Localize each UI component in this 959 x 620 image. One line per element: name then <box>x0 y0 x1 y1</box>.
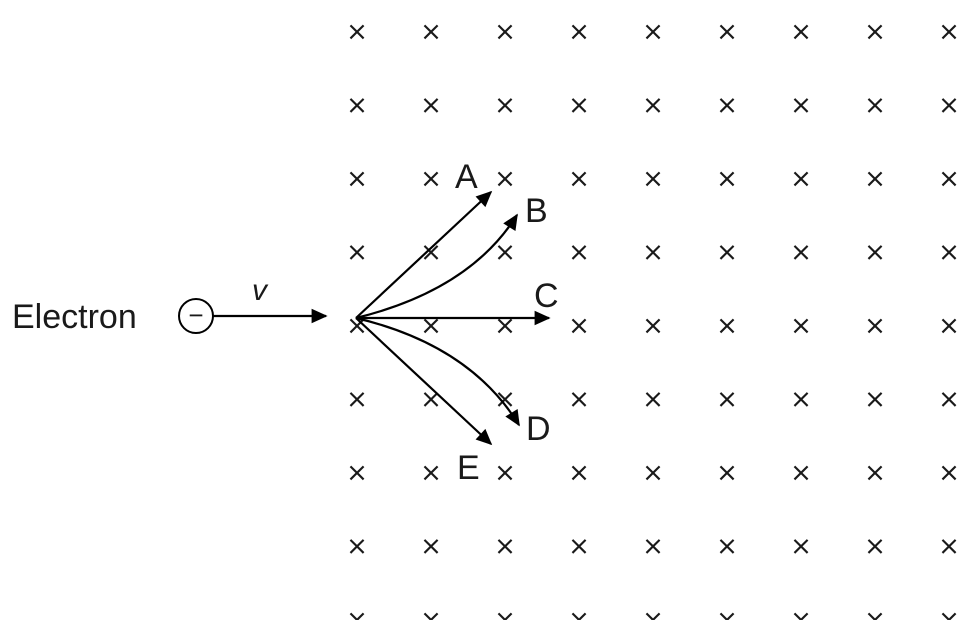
field-mark-into-page: × <box>642 17 664 47</box>
path-b-arrow <box>355 213 518 320</box>
field-mark-into-page: × <box>420 91 442 121</box>
field-mark-into-page: × <box>938 238 959 268</box>
field-mark-into-page: × <box>790 311 812 341</box>
field-mark-into-page: × <box>420 164 442 194</box>
field-mark-into-page: × <box>938 91 959 121</box>
field-mark-into-page: × <box>938 385 959 415</box>
field-mark-into-page: × <box>716 17 738 47</box>
path-label-e: E <box>457 449 480 487</box>
path-label-a: A <box>455 158 478 196</box>
candidate-paths: A B C D E <box>355 158 559 487</box>
field-mark-into-page: × <box>568 164 590 194</box>
field-mark-into-page: × <box>346 91 368 121</box>
path-e-arrow <box>355 317 493 446</box>
field-mark-into-page: × <box>938 164 959 194</box>
electron-label: Electron <box>12 298 137 336</box>
field-mark-into-page: × <box>420 532 442 562</box>
field-mark-into-page: × <box>642 91 664 121</box>
field-mark-into-page: × <box>494 17 516 47</box>
field-mark-into-page: × <box>494 605 516 620</box>
field-mark-into-page: × <box>790 17 812 47</box>
field-mark-into-page: × <box>938 311 959 341</box>
field-mark-into-page: × <box>420 458 442 488</box>
velocity-label: v <box>252 274 269 307</box>
field-mark-into-page: × <box>938 17 959 47</box>
field-mark-into-page: × <box>716 605 738 620</box>
field-mark-into-page: × <box>642 238 664 268</box>
field-mark-into-page: × <box>716 238 738 268</box>
field-mark-into-page: × <box>568 91 590 121</box>
field-mark-into-page: × <box>790 91 812 121</box>
field-mark-into-page: × <box>346 17 368 47</box>
field-mark-into-page: × <box>346 605 368 620</box>
field-mark-into-page: × <box>790 532 812 562</box>
field-mark-into-page: × <box>716 532 738 562</box>
field-mark-into-page: × <box>642 605 664 620</box>
electron-charge-sign: − <box>188 300 203 330</box>
field-mark-into-page: × <box>494 532 516 562</box>
field-mark-into-page: × <box>716 311 738 341</box>
field-mark-into-page: × <box>568 532 590 562</box>
field-mark-into-page: × <box>864 385 886 415</box>
velocity-arrow: v <box>213 274 328 324</box>
field-mark-into-page: × <box>716 164 738 194</box>
field-mark-into-page: × <box>346 532 368 562</box>
field-mark-into-page: × <box>864 17 886 47</box>
path-label-b: B <box>525 192 548 230</box>
field-mark-into-page: × <box>568 238 590 268</box>
field-mark-into-page: × <box>642 164 664 194</box>
field-mark-into-page: × <box>568 17 590 47</box>
field-mark-into-page: × <box>864 91 886 121</box>
field-mark-into-page: × <box>494 91 516 121</box>
field-mark-into-page: × <box>568 605 590 620</box>
field-mark-into-page: × <box>864 238 886 268</box>
field-mark-into-page: × <box>938 532 959 562</box>
field-mark-into-page: × <box>346 238 368 268</box>
field-mark-into-page: × <box>864 605 886 620</box>
field-mark-into-page: × <box>790 238 812 268</box>
field-mark-into-page: × <box>494 238 516 268</box>
path-d-arrow <box>355 316 520 427</box>
field-mark-into-page: × <box>790 458 812 488</box>
field-mark-into-page: × <box>420 605 442 620</box>
field-mark-into-page: × <box>790 605 812 620</box>
path-label-d: D <box>526 410 551 448</box>
field-mark-into-page: × <box>938 605 959 620</box>
field-mark-into-page: × <box>346 164 368 194</box>
path-a-arrow <box>355 190 493 319</box>
field-mark-into-page: × <box>568 311 590 341</box>
magnetic-field-marks: × × × × × × × × × × × × × × × × × × × × × × × × × × × × × × × × × × × × × × × ×… <box>346 17 959 620</box>
field-mark-into-page: × <box>494 458 516 488</box>
field-mark-into-page: × <box>420 311 442 341</box>
field-mark-into-page: × <box>420 17 442 47</box>
field-mark-into-page: × <box>642 311 664 341</box>
field-mark-into-page: × <box>864 164 886 194</box>
field-mark-into-page: × <box>642 458 664 488</box>
field-mark-into-page: × <box>642 532 664 562</box>
field-mark-into-page: × <box>864 311 886 341</box>
field-mark-into-page: × <box>642 385 664 415</box>
field-mark-into-page: × <box>790 385 812 415</box>
field-mark-into-page: × <box>494 385 516 415</box>
field-mark-into-page: × <box>494 164 516 194</box>
field-mark-into-page: × <box>494 311 516 341</box>
field-mark-into-page: × <box>716 91 738 121</box>
field-mark-into-page: × <box>864 532 886 562</box>
field-mark-into-page: × <box>864 458 886 488</box>
field-mark-into-page: × <box>716 385 738 415</box>
electron-particle: Electron − <box>12 298 214 336</box>
path-label-c: C <box>534 277 559 315</box>
field-mark-into-page: × <box>568 385 590 415</box>
field-mark-into-page: × <box>716 458 738 488</box>
field-mark-into-page: × <box>568 458 590 488</box>
field-mark-into-page: × <box>346 385 368 415</box>
field-mark-into-page: × <box>790 164 812 194</box>
field-mark-into-page: × <box>420 238 442 268</box>
field-mark-into-page: × <box>938 458 959 488</box>
field-mark-into-page: × <box>346 458 368 488</box>
